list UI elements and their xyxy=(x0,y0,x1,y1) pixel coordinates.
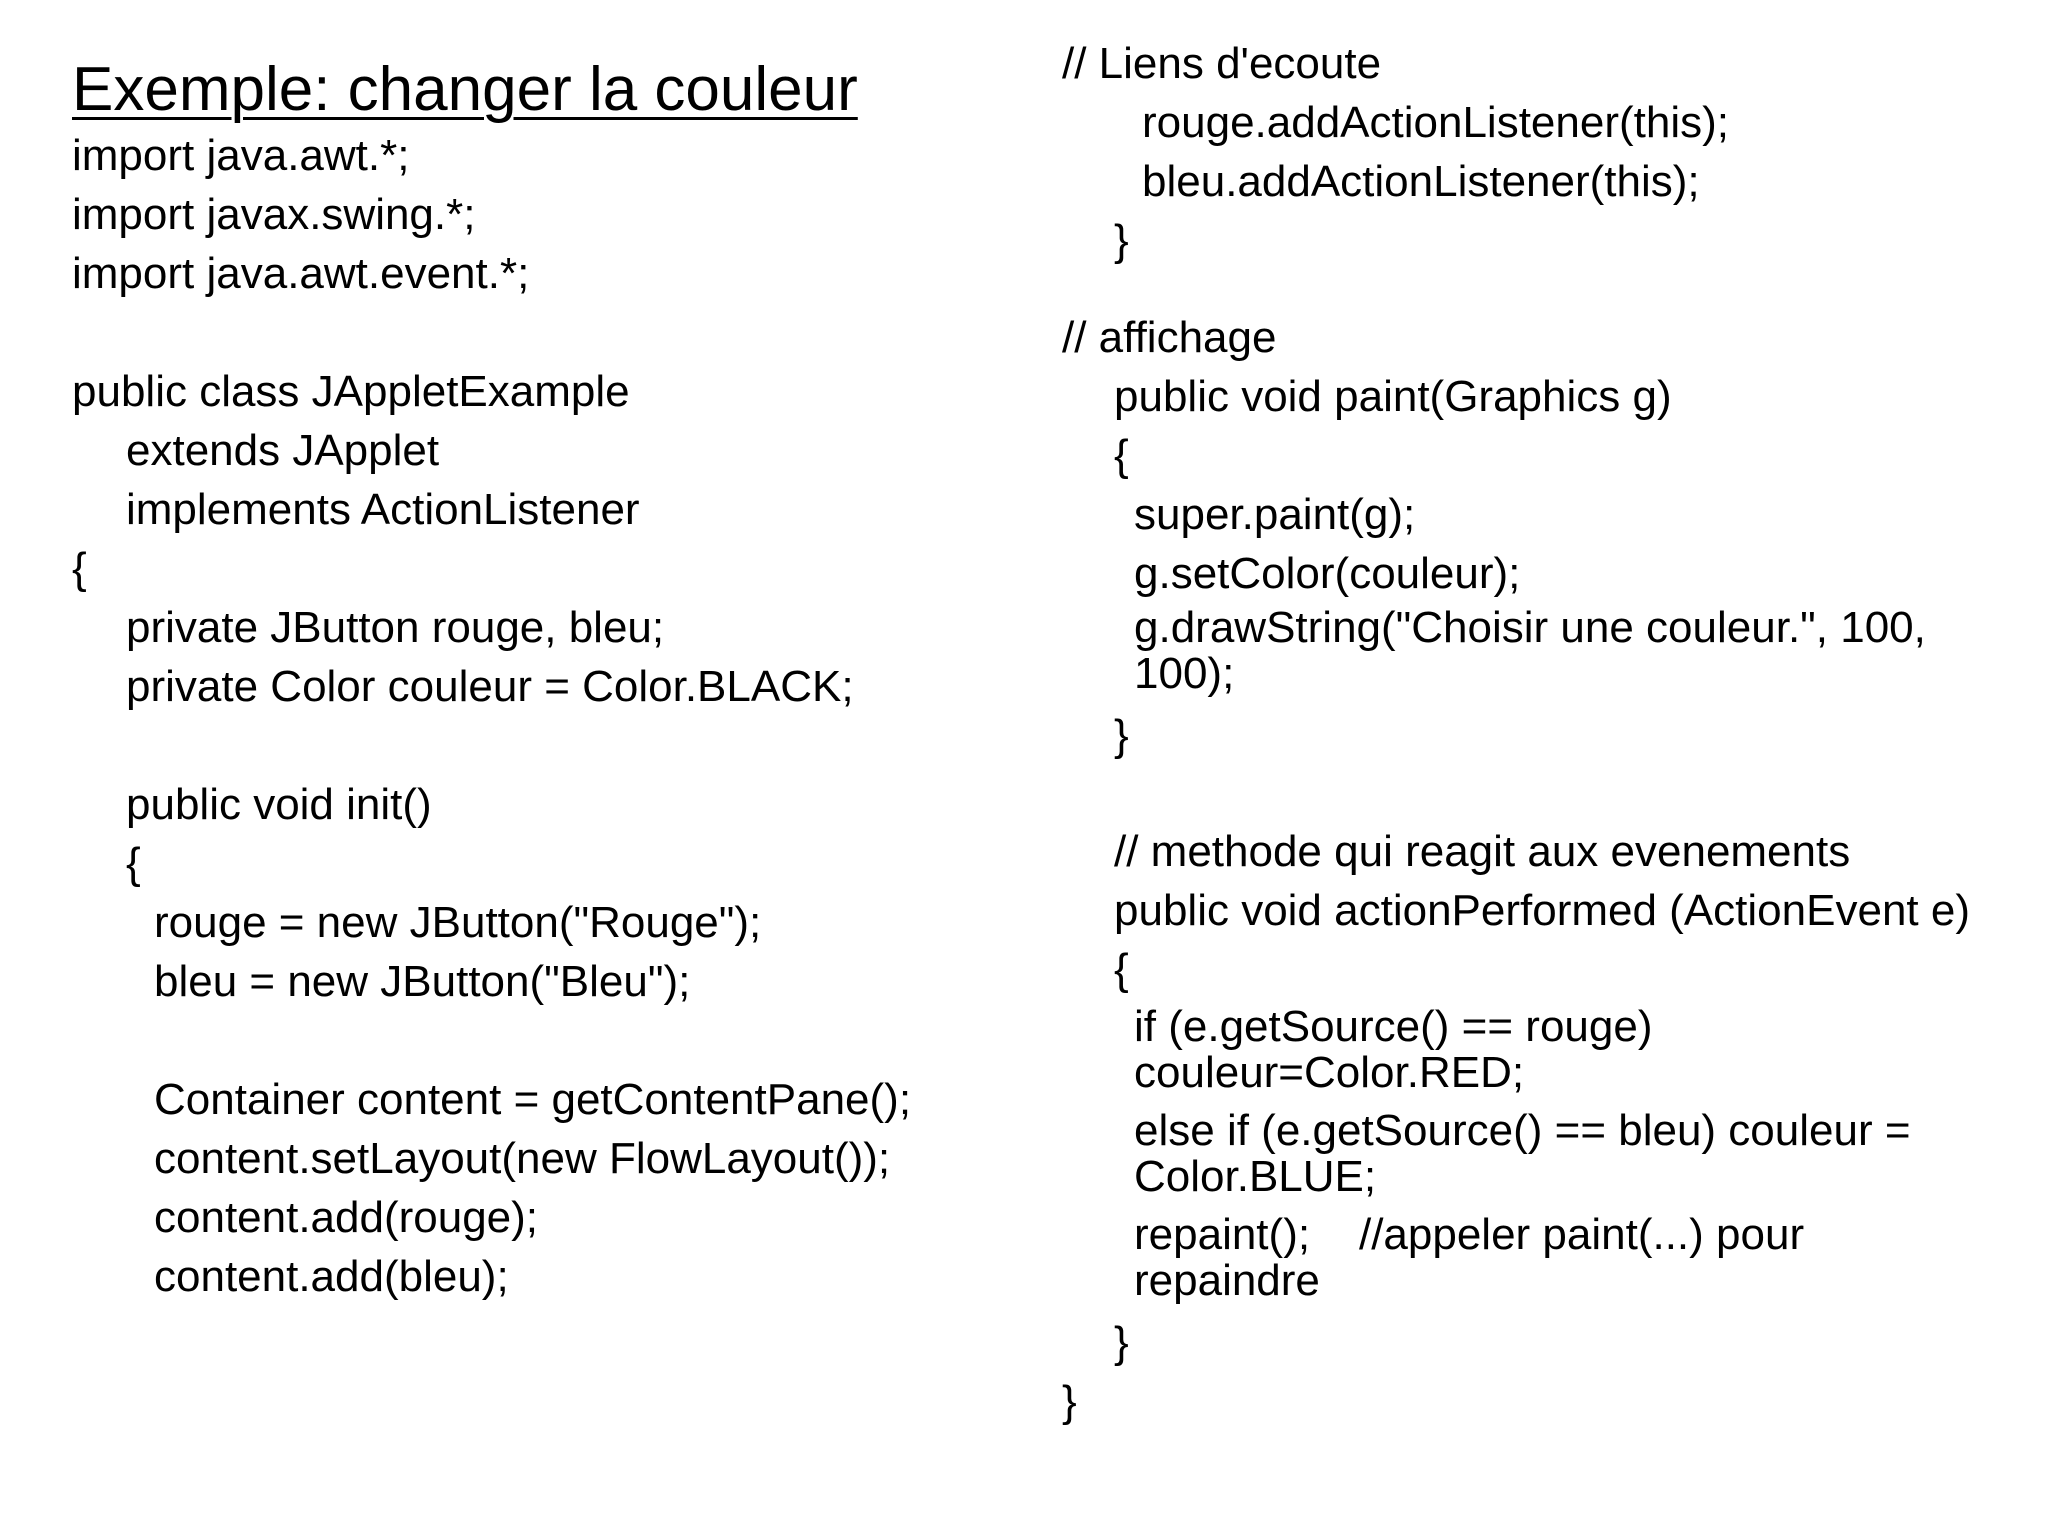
code-line: extends JApplet xyxy=(126,426,440,475)
code-line: content.add(rouge); xyxy=(154,1193,539,1242)
code-line: if (e.getSource() == rouge) xyxy=(1134,1002,1653,1051)
code-line: bleu = new JButton("Bleu"); xyxy=(154,957,691,1006)
code-line: Container content = getContentPane(); xyxy=(154,1075,912,1124)
code-line: { xyxy=(72,544,87,593)
code-line: } xyxy=(1114,711,1129,760)
code-line: public void paint(Graphics g) xyxy=(1114,372,1672,421)
code-line: content.add(bleu); xyxy=(154,1252,509,1301)
code-line: { xyxy=(1114,431,1129,480)
code-line: } xyxy=(1114,1318,1129,1367)
code-line: bleu.addActionListener(this); xyxy=(1142,157,1700,206)
code-line: g.setColor(couleur); xyxy=(1134,549,1521,598)
code-line: } xyxy=(1114,216,1129,265)
code-line: } xyxy=(1062,1377,1077,1426)
code-line: public void actionPerformed (ActionEvent… xyxy=(1114,886,1970,935)
code-line: repaint(); //appeler paint(...) pour xyxy=(1134,1210,1805,1259)
code-line: content.setLayout(new FlowLayout()); xyxy=(154,1134,891,1183)
code-line-continuation: couleur=Color.RED; xyxy=(1134,1048,1525,1097)
code-comment: // affichage xyxy=(1062,313,1277,362)
code-line: import java.awt.event.*; xyxy=(72,249,530,298)
code-line: { xyxy=(1114,945,1129,994)
code-line-continuation: 100); xyxy=(1134,649,1235,698)
code-line: { xyxy=(126,839,141,888)
code-line: g.drawString("Choisir une couleur.", 100… xyxy=(1134,603,1926,652)
code-line: import java.awt.*; xyxy=(72,131,410,180)
code-line: import javax.swing.*; xyxy=(72,190,476,239)
code-line-continuation: repaindre xyxy=(1134,1256,1320,1305)
code-line: implements ActionListener xyxy=(126,485,640,534)
code-line: rouge = new JButton("Rouge"); xyxy=(154,898,762,947)
code-line: private JButton rouge, bleu; xyxy=(126,603,665,652)
code-line: public class JAppletExample xyxy=(72,367,630,416)
code-line-continuation: Color.BLUE; xyxy=(1134,1152,1377,1201)
code-line: super.paint(g); xyxy=(1134,490,1416,539)
slide-title: Exemple: changer la couleur xyxy=(72,55,858,124)
code-line: else if (e.getSource() == bleu) couleur … xyxy=(1134,1106,1911,1155)
code-line: rouge.addActionListener(this); xyxy=(1142,98,1729,147)
code-line: private Color couleur = Color.BLACK; xyxy=(126,662,854,711)
code-comment: // methode qui reagit aux evenements xyxy=(1114,827,1851,876)
code-line: public void init() xyxy=(126,780,432,829)
code-comment: // Liens d'ecoute xyxy=(1062,39,1382,88)
